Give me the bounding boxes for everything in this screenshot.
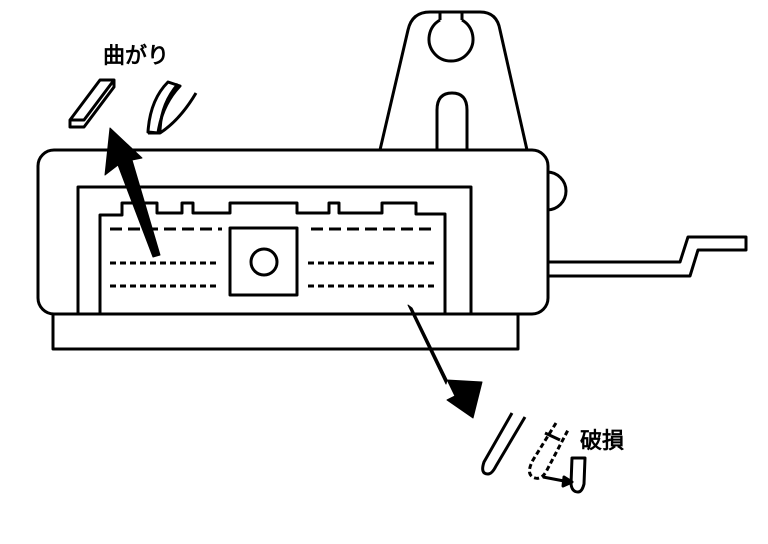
- cable: [548, 235, 748, 278]
- bent-label: 曲がり: [103, 44, 170, 69]
- center-hole: [249, 247, 279, 277]
- inner-frame: [76, 185, 473, 314]
- center-lock: [228, 226, 299, 297]
- connector-base: [51, 311, 520, 351]
- terminal-block: [98, 201, 447, 314]
- pin-rows: [110, 227, 436, 288]
- arrow-up-left: [104, 127, 161, 258]
- mounting-bracket: [378, 10, 529, 151]
- broken-pin-icons: [481, 412, 587, 494]
- broken-label: 破損: [580, 429, 625, 454]
- bent-pin-icons: [68, 78, 198, 135]
- arrow-down-right: [407, 304, 483, 419]
- connector-housing: [36, 148, 550, 316]
